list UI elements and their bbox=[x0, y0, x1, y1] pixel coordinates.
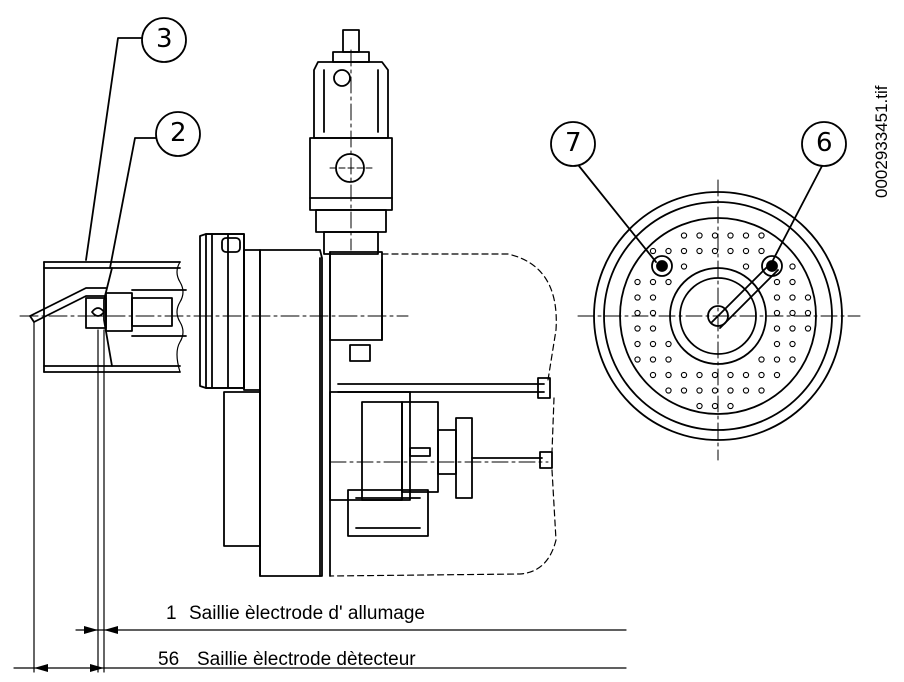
perforation-hole bbox=[742, 387, 750, 394]
ignition-dimension-value: 1 bbox=[166, 603, 177, 624]
perforation-hole bbox=[696, 371, 703, 379]
mounting-flange bbox=[199, 233, 245, 389]
ignition-electrode-hole bbox=[651, 255, 673, 277]
dimension-lines bbox=[13, 321, 627, 673]
perforation-hole bbox=[758, 387, 765, 394]
perforation-hole bbox=[773, 294, 781, 301]
pump-assembly bbox=[329, 377, 553, 537]
perforation-hole bbox=[649, 309, 657, 317]
perforation-hole bbox=[665, 247, 672, 255]
callout-3-label: 3 bbox=[156, 24, 173, 54]
perforation-hole bbox=[649, 294, 657, 301]
leader-3 bbox=[85, 37, 143, 261]
perforation-hole bbox=[665, 356, 672, 363]
detector-electrode-hole bbox=[761, 255, 783, 277]
perforation-hole bbox=[634, 294, 641, 301]
callout-2-circle bbox=[155, 111, 201, 157]
perforation-hole bbox=[696, 402, 703, 410]
perforation-hole bbox=[634, 278, 641, 286]
perforation-hole bbox=[727, 387, 734, 394]
file-identifier: 0002933451.tif bbox=[872, 85, 891, 199]
disc-perforations bbox=[634, 232, 812, 410]
perforation-hole bbox=[789, 325, 796, 332]
blast-tube bbox=[43, 261, 184, 373]
perforation-hole bbox=[680, 263, 688, 270]
perforation-hole bbox=[711, 402, 719, 410]
perforation-hole bbox=[634, 325, 641, 332]
front-view-disc bbox=[577, 179, 861, 461]
perforation-hole bbox=[773, 356, 781, 363]
perforation-hole bbox=[789, 263, 796, 270]
perforation-hole bbox=[804, 325, 812, 332]
perforation-hole bbox=[680, 371, 688, 379]
electrodes bbox=[29, 287, 107, 323]
perforation-hole bbox=[696, 387, 703, 394]
perforation-hole bbox=[758, 247, 765, 255]
perforation-hole bbox=[742, 263, 750, 270]
perforation-hole bbox=[649, 340, 657, 348]
leader-2 bbox=[109, 137, 157, 269]
perforation-hole bbox=[696, 232, 703, 239]
callout-6-label: 6 bbox=[816, 128, 833, 158]
perforation-hole bbox=[711, 371, 719, 379]
perforation-hole bbox=[804, 294, 812, 301]
ignition-dimension-label: Saillie èlectrode d' allumage bbox=[189, 603, 425, 624]
perforation-hole bbox=[789, 294, 796, 301]
perforation-hole bbox=[649, 325, 657, 332]
perforation-hole bbox=[680, 232, 688, 239]
callout-3-circle bbox=[141, 17, 187, 63]
perforation-hole bbox=[758, 232, 765, 239]
perforation-hole bbox=[649, 247, 657, 255]
motor-outline-dashed bbox=[329, 253, 557, 577]
perforation-hole bbox=[789, 340, 796, 348]
perforation-hole bbox=[665, 371, 672, 379]
perforation-hole bbox=[742, 247, 750, 255]
perforation-hole bbox=[789, 356, 796, 363]
callout-7-label: 7 bbox=[565, 128, 582, 158]
dimension-arrows bbox=[34, 626, 118, 672]
perforation-hole bbox=[727, 402, 734, 410]
perforation-hole bbox=[680, 247, 688, 255]
perforation-hole bbox=[742, 371, 750, 379]
perforation-hole bbox=[789, 278, 796, 286]
perforation-hole bbox=[758, 371, 765, 379]
callout-2-label: 2 bbox=[170, 118, 187, 148]
perforation-hole bbox=[634, 340, 641, 348]
perforation-hole bbox=[789, 309, 796, 317]
callout-7-circle bbox=[550, 121, 596, 167]
perforation-hole bbox=[680, 387, 688, 394]
perforation-hole bbox=[634, 309, 641, 317]
perforation-hole bbox=[773, 371, 781, 379]
perforation-hole bbox=[727, 232, 734, 239]
perforation-hole bbox=[711, 387, 719, 394]
perforation-hole bbox=[727, 371, 734, 379]
perforation-hole bbox=[727, 247, 734, 255]
perforation-hole bbox=[634, 356, 641, 363]
nozzle-head bbox=[85, 267, 187, 367]
perforation-hole bbox=[649, 356, 657, 363]
perforation-hole bbox=[665, 340, 672, 348]
perforation-hole bbox=[665, 387, 672, 394]
perforation-hole bbox=[742, 232, 750, 239]
perforation-hole bbox=[711, 247, 719, 255]
callout-6-circle bbox=[801, 121, 847, 167]
perforation-hole bbox=[711, 232, 719, 239]
perforation-hole bbox=[696, 247, 703, 255]
perforation-hole bbox=[773, 278, 781, 286]
leader-6 bbox=[771, 165, 823, 263]
perforation-hole bbox=[773, 309, 781, 317]
perforation-hole bbox=[804, 309, 812, 317]
perforation-hole bbox=[649, 371, 657, 379]
perforation-hole bbox=[758, 356, 765, 363]
perforation-hole bbox=[649, 278, 657, 286]
detector-dimension-label: Saillie èlectrode dètecteur bbox=[197, 649, 416, 670]
perforation-hole bbox=[773, 325, 781, 332]
detector-dimension-value: 56 bbox=[158, 649, 180, 670]
perforation-hole bbox=[665, 278, 672, 286]
leader-7 bbox=[578, 165, 657, 263]
perforation-hole bbox=[773, 340, 781, 348]
solenoid-valve bbox=[309, 29, 393, 255]
